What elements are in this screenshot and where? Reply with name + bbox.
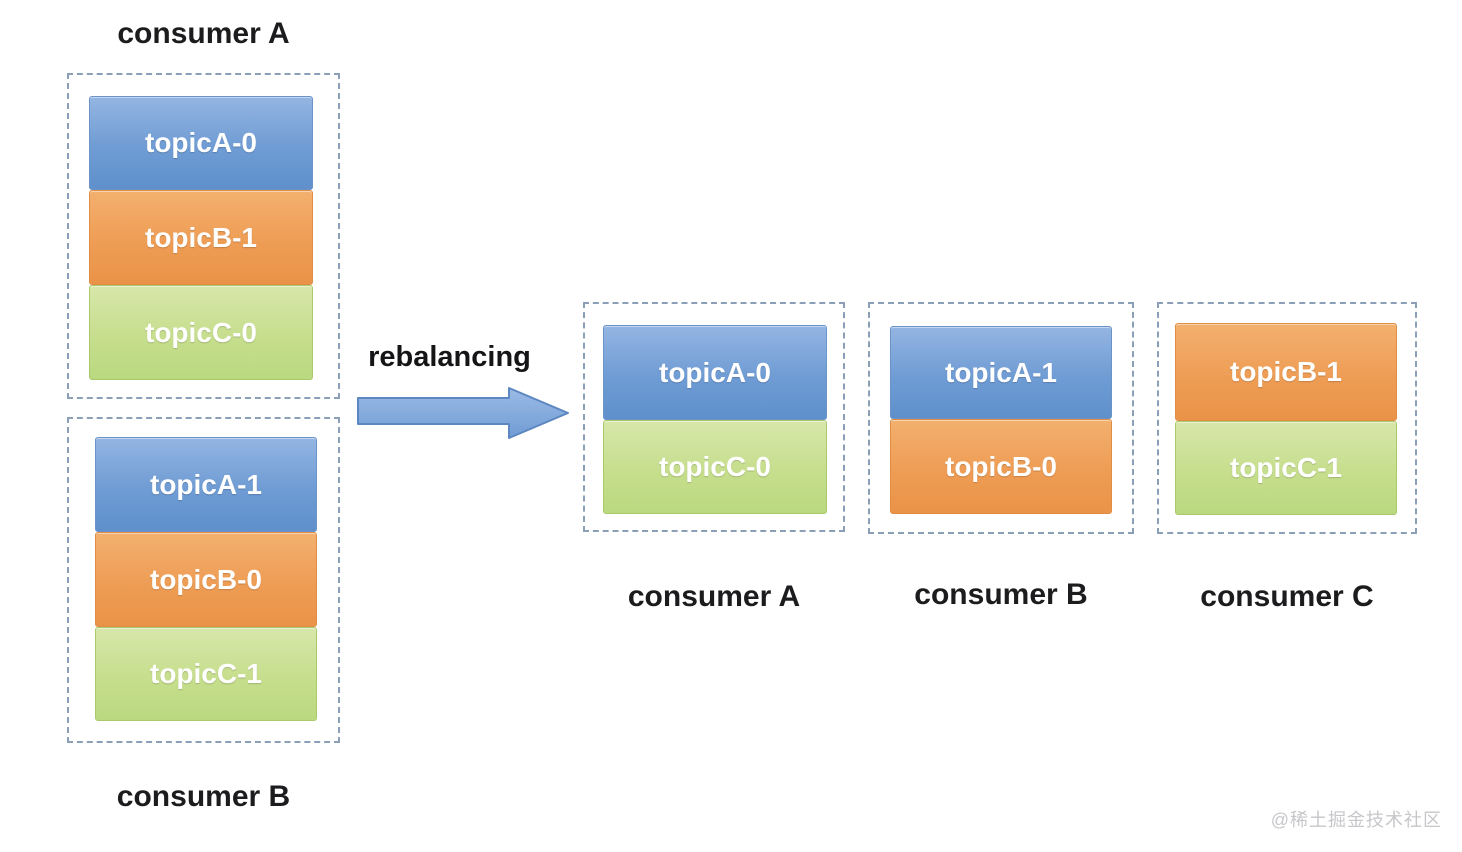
partition-topicC-1: topicC-1 xyxy=(1175,421,1397,515)
after-consumer-a-group: topicA-0 topicC-0 consumer A xyxy=(583,302,845,613)
before-consumer-b-group: topicA-1 topicB-0 topicC-1 consumer B xyxy=(67,417,340,813)
after-consumer-c-group: topicB-1 topicC-1 consumer C xyxy=(1157,302,1417,613)
after-consumer-a-label: consumer A xyxy=(627,580,801,613)
rebalancing-label: rebalancing xyxy=(368,341,531,373)
partition-topicA-1: topicA-1 xyxy=(890,326,1112,419)
after-consumer-c-label: consumer C xyxy=(1200,580,1374,613)
partition-topicB-0: topicB-0 xyxy=(95,532,317,627)
right-arrow-icon xyxy=(357,387,569,439)
partition-topicC-0: topicC-0 xyxy=(89,285,313,380)
before-consumer-a-group: consumer A topicA-0 topicB-1 topicC-0 xyxy=(67,17,340,399)
partition-topicB-0: topicB-0 xyxy=(890,419,1112,514)
before-consumer-b-label: consumer B xyxy=(116,780,291,813)
partition-topicA-1: topicA-1 xyxy=(95,437,317,532)
partition-topicB-1: topicB-1 xyxy=(1175,323,1397,421)
watermark: @稀土掘金技术社区 xyxy=(1270,810,1442,830)
partition-topicA-0: topicA-0 xyxy=(89,96,313,190)
partition-topicC-1: topicC-1 xyxy=(95,627,317,721)
before-consumer-a-label: consumer A xyxy=(117,17,290,50)
partition-topicC-0: topicC-0 xyxy=(603,420,827,514)
partition-topicB-1: topicB-1 xyxy=(89,190,313,285)
after-consumer-b-group: topicA-1 topicB-0 consumer B xyxy=(868,302,1134,611)
after-consumer-b-label: consumer B xyxy=(914,578,1088,611)
partition-topicA-0: topicA-0 xyxy=(603,325,827,420)
